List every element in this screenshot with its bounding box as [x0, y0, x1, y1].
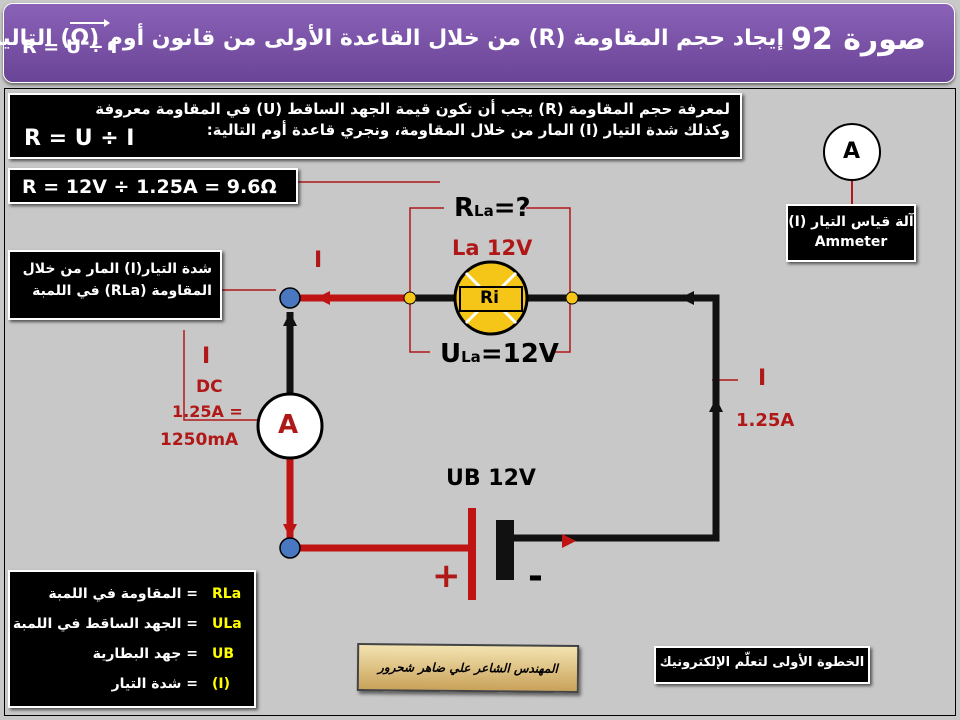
legend-symbol: (I) [212, 676, 231, 692]
legend-text: = شدة التيار [111, 676, 198, 692]
arrow-icon [70, 19, 110, 27]
legend-box: RLa = المقاومة في اللمبة ULa = الجهد الس… [8, 570, 256, 708]
ammeter-symbol [256, 392, 324, 460]
r-label: RLa=? [454, 193, 531, 223]
terminal-node [279, 537, 301, 559]
ri-label: Ri [480, 288, 499, 308]
calculation-box: R = 12V ÷ 1.25A = 9.6Ω [8, 168, 298, 204]
legend-symbol: UB [212, 646, 235, 662]
arrow-icon [709, 398, 723, 412]
black-wire [514, 294, 720, 542]
battery-label: UB 12V [446, 466, 536, 491]
legend-text: = المقاومة في اللمبة [48, 586, 198, 602]
legend-symbol: ULa [212, 616, 242, 632]
arrow-icon [283, 312, 297, 326]
current-label-top: I [314, 248, 323, 273]
slide-number: صورة 92 [791, 22, 926, 57]
ammeter-note-line-1: آلة قياس التيار (I) [788, 214, 914, 230]
ammeter-icon-label: A [843, 139, 861, 164]
intro-line-1: لمعرفة حجم المقاومة (R) يجب أن تكون قيمة… [95, 100, 730, 118]
intro-box: لمعرفة حجم المقاومة (R) يجب أن تكون قيمة… [8, 93, 742, 159]
motto-box: الخطوة الأولى لتعلّم الإلكترونيك [654, 646, 870, 684]
legend-text: = الجهد الساقط في اللمبة [12, 616, 198, 632]
ammeter-note-box: آلة قياس التيار (I) Ammeter [786, 204, 916, 262]
header-title: إيجاد حجم المقاومة (R) من خلال القاعدة ا… [0, 26, 784, 51]
bracket-lines [409, 207, 571, 353]
content-panel [4, 88, 956, 716]
header-bar: R = U ÷ I صورة 92 إيجاد حجم المقاومة (R)… [0, 3, 955, 83]
junction-dot [403, 291, 417, 305]
current-value-right: 1.25A [736, 410, 795, 431]
ri-box [459, 286, 523, 312]
current-label-left: I [202, 344, 211, 369]
lamp-label: La 12V [452, 236, 533, 260]
intro-formula: R = U ÷ I [24, 126, 135, 151]
battery-negative-plate [496, 520, 514, 580]
intro-line-2: وكذلك شدة التيار (I) المار من خلال المقا… [206, 121, 730, 139]
arrow-icon [562, 534, 576, 548]
legend-symbol: RLa [212, 586, 242, 602]
header-formula: R = U ÷ I [22, 36, 118, 58]
current-value-1: 1.25A = [172, 402, 243, 421]
ammeter-note-line-2: Ammeter [814, 234, 888, 250]
u-label: ULa=12V [440, 339, 559, 369]
battery-positive-plate [468, 508, 476, 600]
plus-sign: + [432, 556, 461, 596]
current-note-box: شدة التيار(I) المار من خلال المقاومة (RL… [8, 250, 222, 320]
current-value-2: 1250mA [160, 430, 239, 450]
current-label-right: I [758, 366, 767, 391]
arrow-icon [680, 291, 694, 305]
arrow-icon [316, 291, 330, 305]
terminal-node [279, 287, 301, 309]
dc-label: DC [196, 377, 223, 397]
arrow-icon [283, 524, 297, 538]
current-note-line-2: المقاومة (RLa) في اللمبة [32, 283, 212, 299]
ammeter-icon [823, 123, 881, 181]
junction-dot [565, 291, 579, 305]
ammeter-label: A [278, 410, 299, 440]
current-note-line-1: شدة التيار(I) المار من خلال [22, 261, 212, 277]
legend-text: = جهد البطارية [92, 646, 198, 662]
author-credit: المهندس الشاعر علي ضاهر شحرور [356, 643, 580, 693]
note-connector [183, 330, 262, 421]
minus-sign: - [528, 556, 543, 597]
